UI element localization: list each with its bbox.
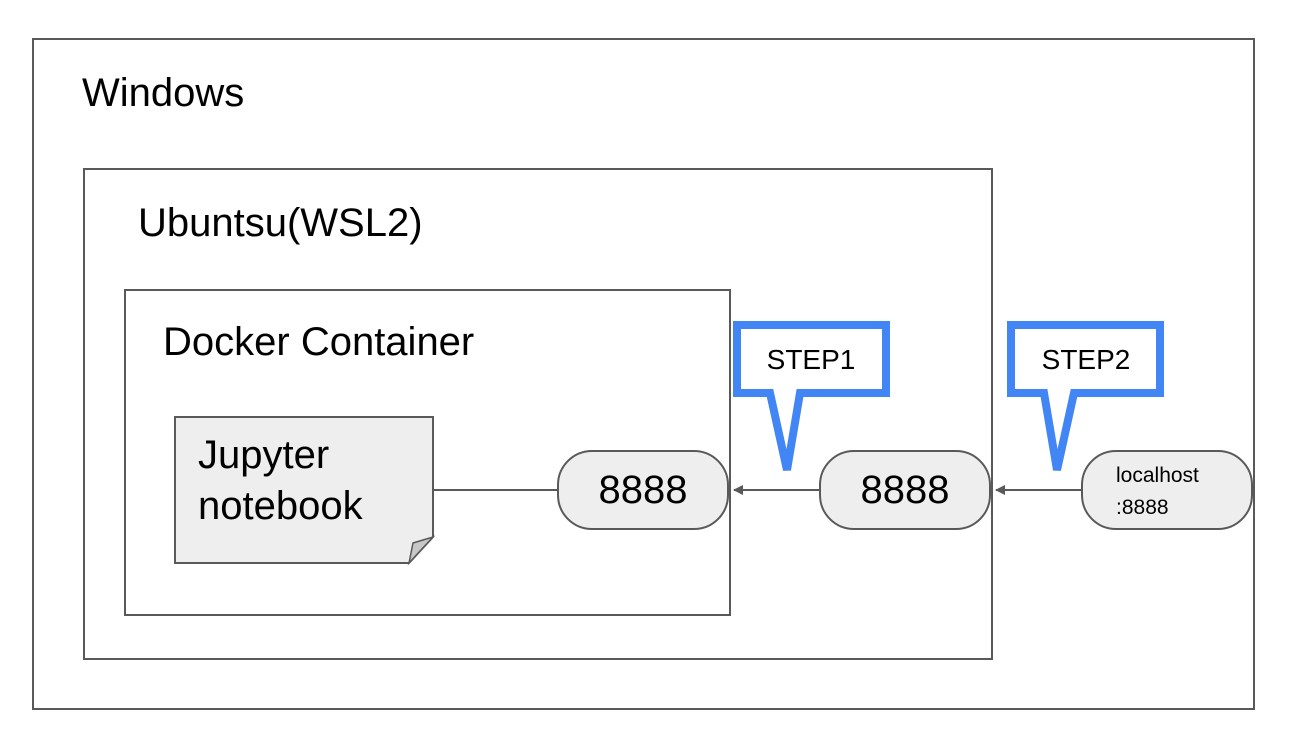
container-port-node	[557, 450, 729, 530]
notebook-label-line1: Jupyter	[198, 433, 329, 477]
wsl-port-label: 8888	[861, 468, 950, 512]
wsl-port-node	[819, 450, 991, 530]
notebook-fold-corner	[407, 535, 436, 566]
step2-callout	[1007, 321, 1164, 471]
localhost-node	[1081, 450, 1253, 530]
docker-label: Docker Container	[163, 320, 474, 364]
step1-callout	[733, 321, 890, 471]
container-port-label: 8888	[599, 468, 688, 512]
step2-label: STEP2	[1042, 344, 1131, 375]
notebook-label-line2: notebook	[198, 484, 364, 528]
ubuntu-label: Ubuntsu(WSL2)	[138, 201, 423, 245]
localhost-label-line1: localhost	[1116, 464, 1199, 487]
localhost-label-line2: :8888	[1116, 496, 1169, 519]
windows-label: Windows	[82, 71, 244, 115]
step1-label: STEP1	[767, 344, 856, 375]
